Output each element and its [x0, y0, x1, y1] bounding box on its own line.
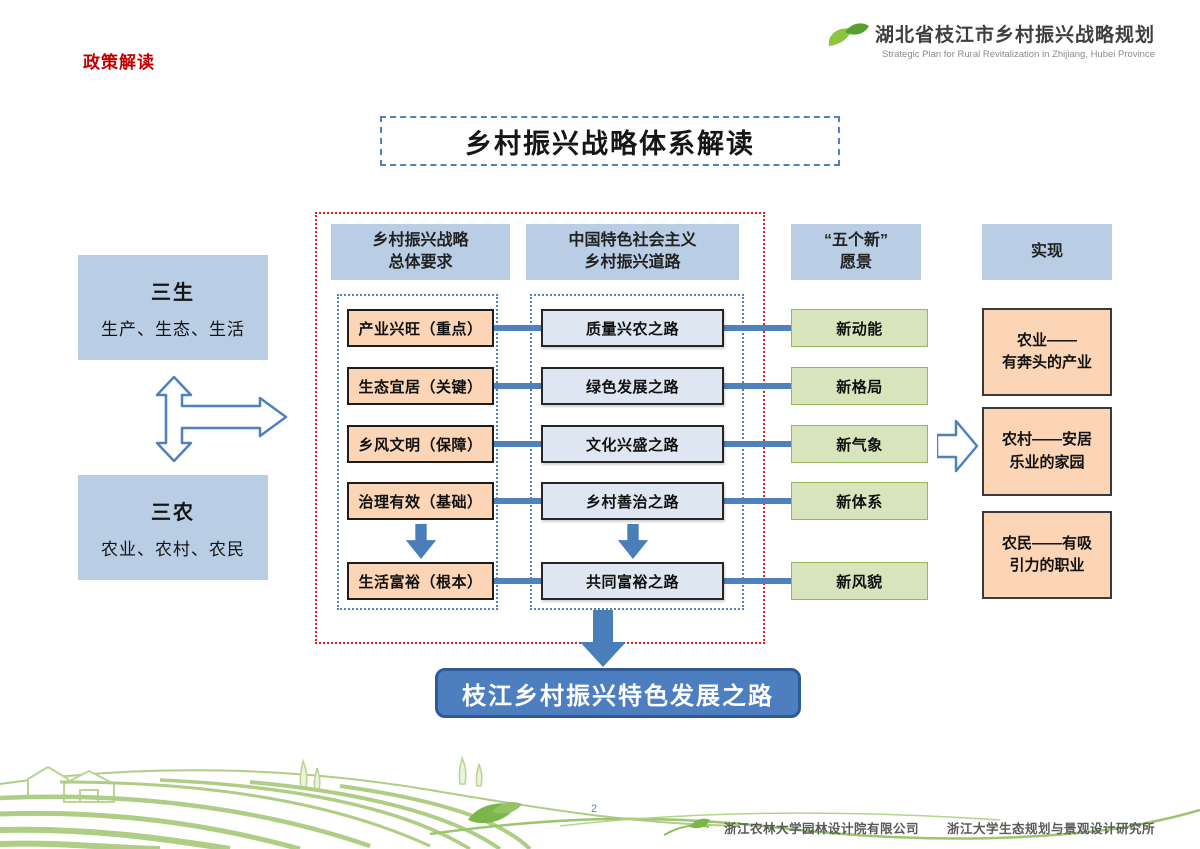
- sansheng-box: 三生 生产、生态、生活: [78, 255, 268, 360]
- road-item: 文化兴盛之路: [541, 425, 724, 463]
- down-arrow-icon: [617, 524, 649, 560]
- sansheng-title: 三生: [151, 281, 195, 304]
- requirement-item: 生活富裕（根本）: [347, 562, 494, 600]
- footer-field-illustration: [0, 755, 1200, 849]
- footer-org-2: 浙江大学生态规划与景观设计研究所: [946, 821, 1155, 836]
- brand-header: 湖北省枝江市乡村振兴战略规划 Strategic Plan for Rural …: [825, 20, 1155, 60]
- requirement-item: 乡风文明（保障）: [347, 425, 494, 463]
- connector-line: [493, 441, 542, 447]
- big-down-arrow-icon: [580, 610, 626, 667]
- connector-line: [493, 498, 542, 504]
- sansheng-subtitle: 生产、生态、生活: [101, 319, 245, 339]
- vision-item: 新气象: [791, 425, 928, 463]
- connector-line: [723, 578, 792, 584]
- connector-line: [723, 498, 792, 504]
- column-header-requirements: 乡村振兴战略 总体要求: [331, 224, 510, 280]
- connector-line: [723, 325, 792, 331]
- section-label: 政策解读: [83, 53, 155, 72]
- road-item: 乡村善治之路: [541, 482, 724, 520]
- vision-item: 新格局: [791, 367, 928, 405]
- down-arrow-icon: [405, 524, 437, 560]
- realization-item: 农村——安居 乐业的家园: [982, 407, 1112, 496]
- realization-item: 农民——有吸 引力的职业: [982, 511, 1112, 599]
- sannong-box: 三农 农业、农村、农民: [78, 475, 268, 580]
- road-item: 质量兴农之路: [541, 309, 724, 347]
- footer-leaf-icon: [663, 818, 710, 836]
- requirement-item: 治理有效（基础）: [347, 482, 494, 520]
- footer-org-1: 浙江农林大学园林设计院有限公司: [723, 821, 919, 836]
- column-header-visions: “五个新” 愿景: [791, 224, 921, 280]
- brand-title-en: Strategic Plan for Rural Revitalization …: [882, 49, 1155, 60]
- sannong-subtitle: 农业、农村、农民: [101, 539, 245, 559]
- connector-line: [493, 325, 542, 331]
- vision-item: 新动能: [791, 309, 928, 347]
- connector-line: [493, 578, 542, 584]
- diagram-title: 乡村振兴战略体系解读: [380, 116, 840, 166]
- realization-item: 农业—— 有奔头的产业: [982, 308, 1112, 396]
- column-header-roads: 中国特色社会主义 乡村振兴道路: [526, 224, 739, 280]
- brand-title-cn: 湖北省枝江市乡村振兴战略规划: [874, 25, 1155, 46]
- column-header-realization: 实现: [982, 224, 1112, 280]
- connector-line: [723, 441, 792, 447]
- leaf-logo-icon: [828, 23, 869, 46]
- conclusion-banner: 枝江乡村振兴特色发展之路: [435, 668, 801, 718]
- vision-item: 新体系: [791, 482, 928, 520]
- right-arrow-icon: [937, 419, 979, 473]
- three-way-arrow-icon: [155, 376, 288, 462]
- requirement-item: 生态宜居（关键）: [347, 367, 494, 405]
- connector-line: [493, 383, 542, 389]
- road-item: 绿色发展之路: [541, 367, 724, 405]
- requirements-frame: [337, 294, 498, 610]
- roads-frame: [530, 294, 744, 610]
- page-number: 2: [591, 803, 598, 815]
- footer-credits: 浙江农林大学园林设计院有限公司 浙江大学生态规划与景观设计研究所: [663, 816, 1155, 838]
- core-frame: [315, 212, 765, 644]
- connector-line: [723, 383, 792, 389]
- sannong-title: 三农: [151, 501, 195, 524]
- road-item: 共同富裕之路: [541, 562, 724, 600]
- requirement-item: 产业兴旺（重点）: [347, 309, 494, 347]
- vision-item: 新风貌: [791, 562, 928, 600]
